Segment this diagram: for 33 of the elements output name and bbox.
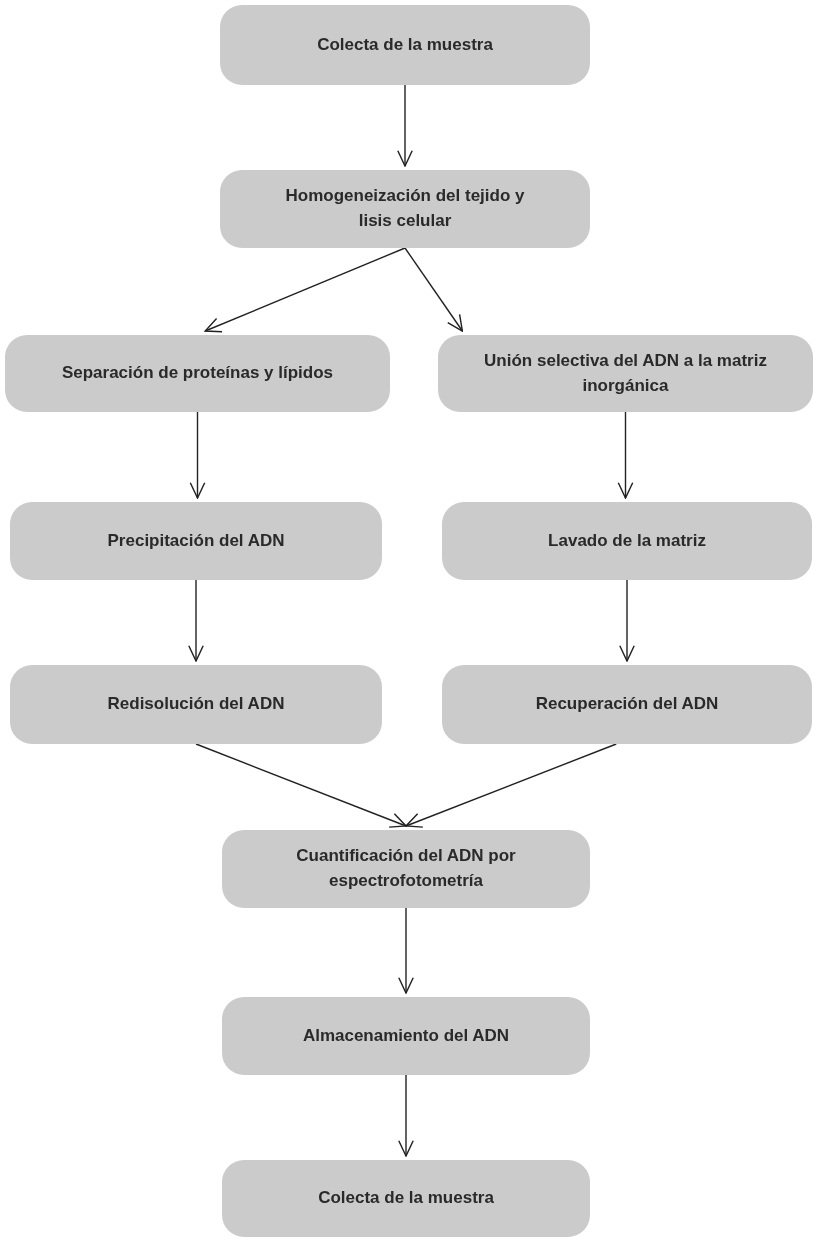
- process-box: [220, 5, 590, 85]
- arrow: [617, 411, 634, 499]
- step-label: Recuperación del ADN: [535, 693, 719, 716]
- process-box: [438, 335, 813, 412]
- arrow: [204, 247, 406, 333]
- step-label: Colecta de la muestra: [317, 33, 493, 56]
- arrow: [195, 743, 407, 828]
- step-label: Almacenamiento del ADN: [302, 1024, 510, 1047]
- arrow: [188, 579, 204, 662]
- arrow: [405, 743, 617, 828]
- process-box: [5, 335, 390, 412]
- step-label: Separación de proteínas y lípidos: [61, 362, 334, 385]
- arrow: [619, 579, 635, 662]
- process-box: [10, 665, 382, 744]
- arrow: [397, 84, 413, 167]
- step-label: Redisolución del ADN: [107, 693, 285, 716]
- arrow: [404, 247, 464, 332]
- process-box: [220, 170, 590, 248]
- step-label: Unión selectiva del ADN a la matriz inorgánica: [483, 349, 768, 397]
- arrow: [189, 411, 206, 499]
- step-label: Lavado de la matriz: [548, 529, 706, 552]
- process-box: [10, 502, 382, 580]
- arrow: [398, 907, 414, 994]
- process-box: [442, 502, 812, 580]
- process-box: [222, 997, 590, 1075]
- step-label: Cuantificación del ADN por espectrofotometría: [295, 845, 517, 892]
- step-label: Homogeneización del tejido y lisis celular: [284, 185, 526, 232]
- step-label: Colecta de la muestra: [318, 1187, 494, 1210]
- step-label: Precipitación del ADN: [107, 529, 285, 552]
- process-box: [222, 1160, 590, 1237]
- arrow: [398, 1074, 414, 1157]
- process-box: [222, 830, 590, 908]
- process-box: [442, 665, 812, 744]
